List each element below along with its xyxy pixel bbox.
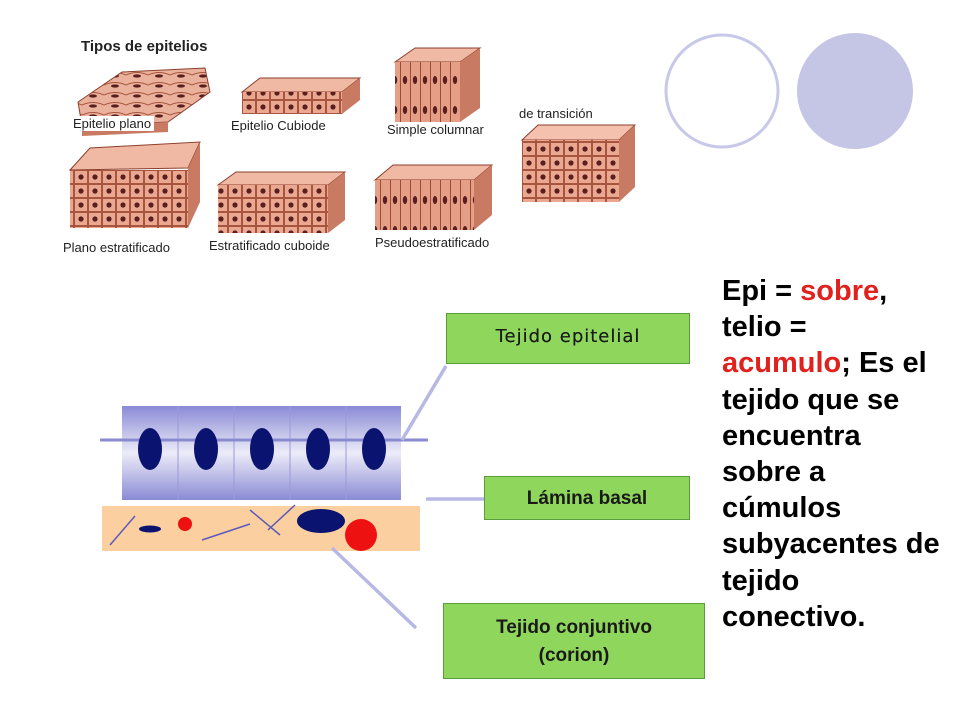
fiber xyxy=(267,504,296,531)
label-pseudoestratificado: Pseudoestratificado xyxy=(372,235,493,250)
red-cell-large xyxy=(345,519,377,551)
figure-title: Tipos de epitelios xyxy=(81,38,208,55)
label-lamina-basal-text: Lámina basal xyxy=(526,488,648,509)
label-plano-estratificado: Plano estratificado xyxy=(60,240,173,255)
nucleus xyxy=(138,428,162,470)
fibroblast xyxy=(139,525,161,533)
definition-highlight-sobre: sobre xyxy=(800,275,880,307)
macrophage xyxy=(297,509,345,533)
nucleus xyxy=(306,428,330,470)
label-de-transicion: de transición xyxy=(516,106,596,121)
label-tejido-conjuntivo: Tejido conjuntivo (corion) xyxy=(443,603,705,679)
label-epitelio-plano: Epitelio plano xyxy=(70,116,155,131)
outline-circle xyxy=(664,33,780,149)
label-tejido-epitelial-text: Tejido epitelial xyxy=(495,326,641,347)
nucleus xyxy=(362,428,386,470)
fiber xyxy=(109,515,136,546)
label-simple-columnar: Simple columnar xyxy=(384,122,487,137)
nucleus xyxy=(194,428,218,470)
red-cell xyxy=(178,517,192,531)
label-lamina-basal: Lámina basal xyxy=(484,476,690,520)
label-tejido-conjuntivo-line2: (corion) xyxy=(538,645,610,666)
label-tejido-epitelial: Tejido epitelial xyxy=(446,313,690,364)
filled-circle xyxy=(797,33,913,149)
definition-part: ; Es el tejido que se encuentra sobre a … xyxy=(722,347,940,633)
nucleus xyxy=(250,428,274,470)
label-epitelio-cubiode: Epitelio Cubiode xyxy=(228,118,329,133)
definition-part: , telio = xyxy=(722,275,888,344)
label-tejido-conjuntivo-line1: Tejido conjuntivo xyxy=(496,617,652,638)
definition-text: Epi = sobre, telio = acumulo; Es el teji… xyxy=(722,273,942,635)
fiber xyxy=(201,523,251,541)
leader-line-epitelial xyxy=(400,365,448,441)
definition-highlight-acumulo: acumulo xyxy=(722,347,842,380)
epithelium-types-figure: Tipos de epitelios Epitelio plano Epitel… xyxy=(60,30,650,265)
leader-line-conjuntivo xyxy=(330,546,418,630)
label-estratificado-cuboide: Estratificado cuboide xyxy=(206,238,333,253)
fiber xyxy=(249,509,281,536)
definition-part: Epi = xyxy=(722,275,801,307)
